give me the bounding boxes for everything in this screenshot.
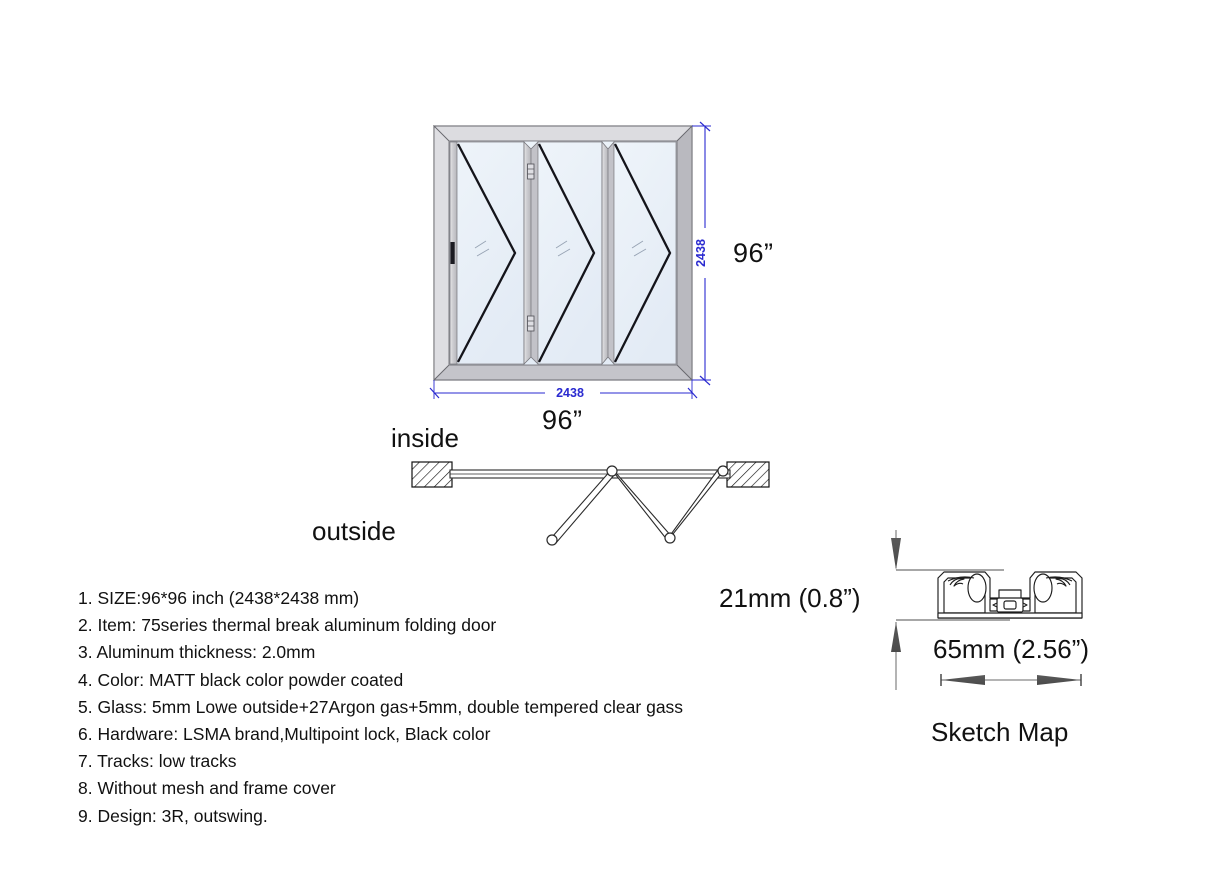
track-profile-section bbox=[937, 571, 1083, 619]
glass-reflection-marks bbox=[555, 240, 571, 257]
dimension-height-value: 2438 bbox=[694, 239, 708, 267]
sketch-map-caption: Sketch Map bbox=[931, 717, 1069, 747]
specification-list: 1. SIZE:96*96 inch (2438*2438 mm) 2. Item… bbox=[78, 585, 778, 830]
plan-track-rail bbox=[449, 469, 731, 479]
specification-item: 2. Item: 75series thermal break aluminum… bbox=[78, 615, 497, 636]
wall-block-right bbox=[726, 461, 770, 488]
glass-reflection-marks bbox=[631, 240, 647, 257]
door-panel-2[interactable] bbox=[537, 141, 603, 365]
specification-item: 4. Color: MATT black color powder coated bbox=[78, 669, 404, 690]
dimension-height: 2438 bbox=[692, 121, 711, 386]
specification-item: 8. Without mesh and frame cover bbox=[78, 778, 336, 799]
specification-item: 1. SIZE:96*96 inch (2438*2438 mm) bbox=[78, 588, 360, 608]
door-plan-view bbox=[411, 461, 770, 546]
specification-item: 5. Glass: 5mm Lowe outside+27Argon gas+5… bbox=[78, 696, 684, 717]
dimension-width-value: 2438 bbox=[556, 386, 584, 400]
glass-reflection-marks bbox=[474, 240, 490, 257]
door-mullion-1 bbox=[523, 141, 539, 365]
sketch-map-view bbox=[891, 530, 1083, 690]
hinge-icon bbox=[527, 315, 535, 332]
door-handle[interactable] bbox=[450, 242, 455, 264]
hinge-icon bbox=[527, 163, 535, 180]
sketch-width-dimension bbox=[940, 674, 1082, 686]
dimension-width: 2438 bbox=[429, 380, 698, 400]
sketch-thickness-label: 21mm (0.8”) bbox=[719, 583, 861, 613]
specification-item: 3. Aluminum thickness: 2.0mm bbox=[78, 642, 316, 663]
door-panel-3[interactable] bbox=[613, 141, 677, 365]
elevation-width-inch-label: 96” bbox=[542, 405, 583, 435]
plan-inside-label: inside bbox=[391, 423, 459, 453]
door-mullion-2 bbox=[601, 140, 615, 366]
door-panel-1[interactable] bbox=[449, 141, 525, 365]
specification-item: 9. Design: 3R, outswing. bbox=[78, 805, 268, 826]
sketch-width-label: 65mm (2.56”) bbox=[933, 634, 1090, 664]
plan-hinge-joints bbox=[546, 465, 729, 546]
plan-outside-label: outside bbox=[312, 516, 396, 546]
door-elevation-view: 2438 2438 bbox=[429, 121, 711, 400]
specification-item: 6. Hardware: LSMA brand,Multipoint lock,… bbox=[78, 724, 491, 745]
sketch-height-dimension bbox=[891, 530, 1010, 690]
specification-item: 7. Tracks: low tracks bbox=[78, 751, 237, 772]
elevation-height-inch-label: 96” bbox=[733, 238, 774, 268]
wall-block-left bbox=[411, 461, 453, 488]
